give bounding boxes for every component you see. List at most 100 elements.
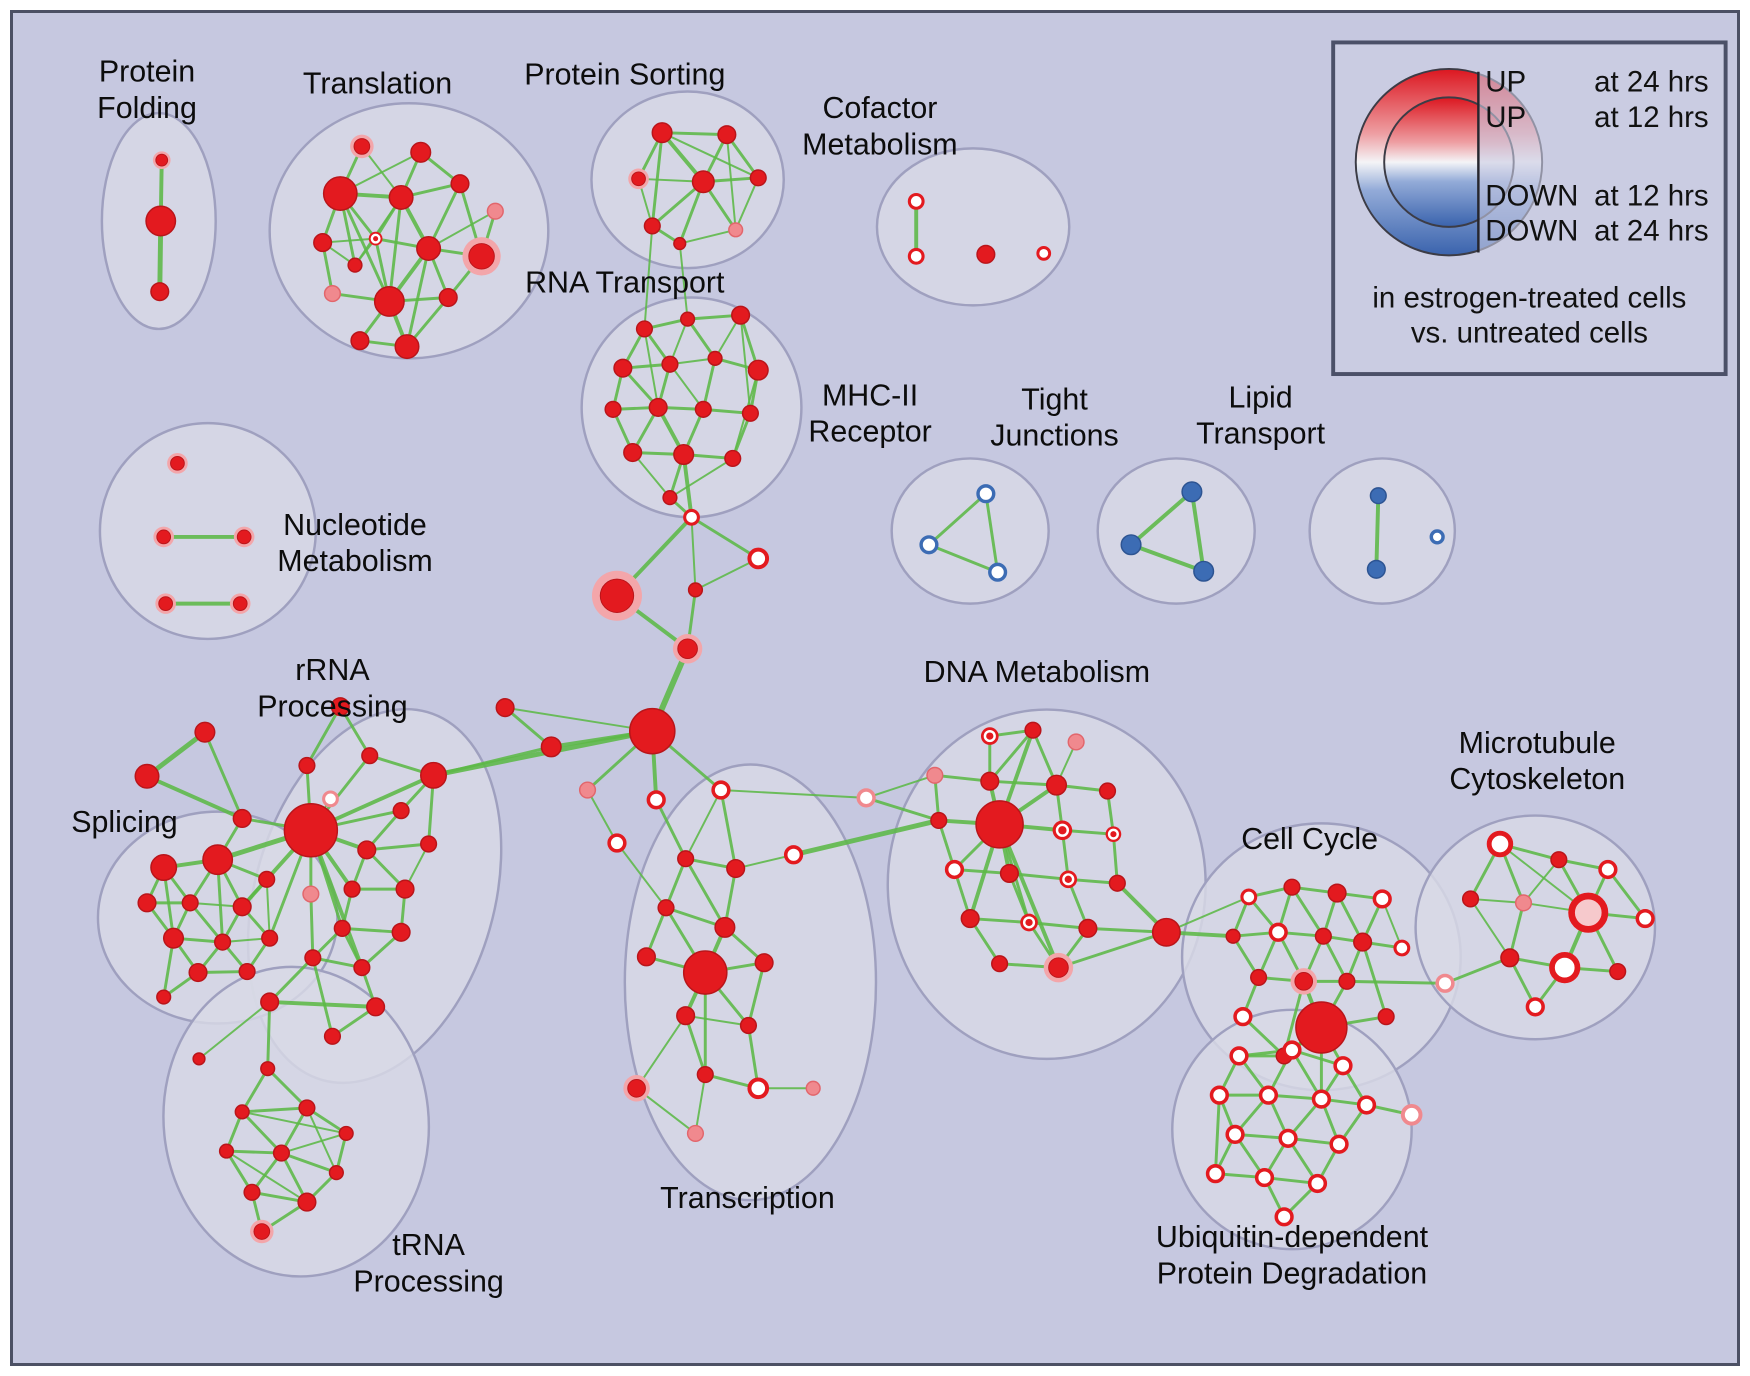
node-sp3 <box>258 870 276 888</box>
node-mt5 <box>1514 894 1533 912</box>
edge-rt1-rt9 <box>643 327 660 409</box>
edge-ps6-rt1 <box>643 224 654 330</box>
edge-cc12-mt0 <box>1345 979 1447 985</box>
node-rt11 <box>741 404 759 422</box>
node-tc5 <box>726 858 746 879</box>
edge-tn7-tn8 <box>225 1149 283 1155</box>
node-lp1 <box>1369 487 1387 505</box>
edge-dm20-cc0 <box>1056 930 1168 970</box>
node-tn9 <box>328 1165 344 1181</box>
label-dna-metabolism: DNA Metabolism <box>924 655 1150 689</box>
legend-row-word-3: DOWN <box>1485 215 1578 248</box>
node-tc16 <box>747 1077 770 1100</box>
edge-tn4-tn6 <box>241 1110 348 1135</box>
node-cc0 <box>1151 917 1181 947</box>
edge-rt12-rt15 <box>631 451 671 499</box>
node-ps8 <box>728 222 744 238</box>
node-sx2 <box>134 763 160 789</box>
node-rt14 <box>724 449 742 468</box>
node-tr3 <box>322 176 358 211</box>
node-tc2 <box>711 780 731 800</box>
node-tn12 <box>250 1219 274 1244</box>
edge-rr17-tn1 <box>267 999 378 1009</box>
node-cc13 <box>1295 1001 1348 1054</box>
node-cn4 <box>687 582 704 598</box>
node-ps7 <box>673 236 687 251</box>
node-cn1 <box>683 508 700 526</box>
edge-ps1-ps2 <box>660 131 729 137</box>
label-protein-sorting: Protein Sorting <box>524 58 725 92</box>
node-rr6 <box>392 802 410 820</box>
node-ps1 <box>651 122 673 144</box>
node-tc12 <box>676 1006 696 1026</box>
node-tc13 <box>739 1016 758 1035</box>
node-ps3 <box>628 168 649 190</box>
cluster-transcription <box>623 763 878 1202</box>
edge-tc6-dm8 <box>791 817 942 858</box>
node-sp4 <box>137 893 157 913</box>
edge-tn4-tn5 <box>240 1106 309 1114</box>
node-sp1 <box>150 854 178 882</box>
node-tr9 <box>416 235 442 261</box>
cluster-mhc-ii-receptor <box>890 457 1050 605</box>
node-sp7 <box>162 927 185 949</box>
node-cc5 <box>1225 928 1241 944</box>
node-sp11 <box>238 962 256 981</box>
node-dm12 <box>944 859 965 880</box>
legend-fade-overlay <box>1478 65 1550 259</box>
node-dm16 <box>960 908 980 929</box>
node-dm5 <box>980 771 1000 791</box>
edge-cc0-cc1 <box>1165 895 1250 934</box>
node-ub11 <box>1205 1164 1226 1184</box>
node-nm3 <box>233 526 255 548</box>
legend-row-time-3: at 24 hrs <box>1594 215 1708 248</box>
edge-ps7-rt2 <box>678 242 689 321</box>
node-dm2 <box>1024 721 1042 739</box>
node-dm9 <box>975 800 1024 849</box>
node-lp2 <box>1366 559 1386 579</box>
edge-ps7-ps8 <box>678 228 737 245</box>
node-ps5 <box>749 169 767 187</box>
node-tn5 <box>298 1099 316 1117</box>
node-tr6 <box>486 202 504 220</box>
node-rt7 <box>747 359 769 381</box>
edge-rr1-rr2 <box>305 705 342 767</box>
node-rt3 <box>731 305 751 325</box>
edge-tr3-tr12 <box>338 192 391 303</box>
node-tc18 <box>686 1124 705 1143</box>
node-rr10 <box>343 880 361 898</box>
node-tr1 <box>350 134 374 159</box>
node-dm10 <box>1052 820 1073 841</box>
node-tr14 <box>350 331 370 351</box>
node-mt11 <box>1525 997 1545 1017</box>
node-mh2 <box>919 535 939 555</box>
edge-cc2-cc7 <box>1290 885 1325 938</box>
edge-tn3-tn5 <box>266 1067 309 1110</box>
node-nm2 <box>153 526 175 548</box>
edge-cc8-cc14 <box>1361 940 1388 1019</box>
edge-rr8-rr9 <box>365 842 431 852</box>
node-sx1 <box>194 721 216 743</box>
node-rt6 <box>707 350 723 366</box>
edge-rr13-rr14 <box>340 926 403 934</box>
edge-rt2-rt6 <box>686 317 717 360</box>
node-mt10 <box>1609 962 1627 981</box>
node-tr16 <box>347 257 363 273</box>
node-mt8 <box>1500 948 1520 968</box>
node-tn2 <box>192 1052 206 1066</box>
cluster-microtubule-cytoskeleton <box>1414 814 1657 1041</box>
legend-row-time-0: at 24 hrs <box>1594 65 1708 98</box>
node-tc7 <box>657 899 675 917</box>
node-ub14 <box>1274 1207 1294 1227</box>
node-ub12 <box>1254 1167 1275 1188</box>
node-rr15 <box>353 959 371 977</box>
node-tc4 <box>677 850 695 868</box>
edge-rt5-rt10 <box>668 363 705 411</box>
edge-cn1-cn2 <box>690 515 760 560</box>
edge-rt14-rt15 <box>668 457 734 499</box>
edge-ps1-ps5 <box>661 131 760 179</box>
node-sp5 <box>181 894 199 912</box>
